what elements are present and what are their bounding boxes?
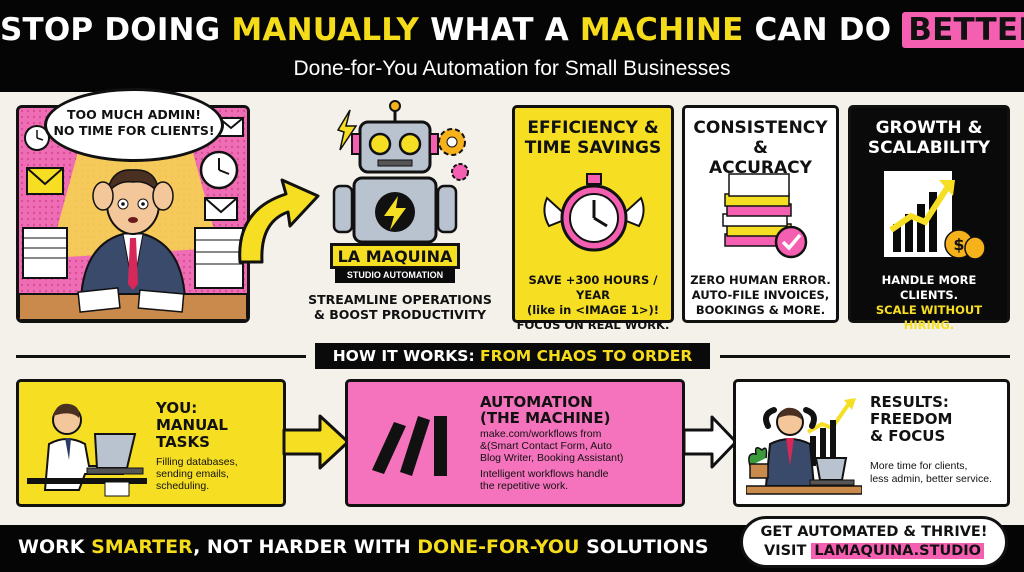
benefit-title-line: SCALABILITY bbox=[867, 138, 991, 158]
benefit-title-line: CONSISTENCY & bbox=[693, 118, 828, 158]
svg-text:$: $ bbox=[953, 235, 964, 254]
envelope-icon bbox=[204, 197, 238, 221]
brand-badge: LA MAQUINA bbox=[330, 243, 460, 269]
benefit-title-line: GROWTH & bbox=[875, 118, 983, 138]
how-it-works-label: HOW IT WORKS: FROM CHAOS TO ORDER bbox=[315, 343, 710, 369]
step-results: RESULTS: FREEDOM & FOCUS More time for c… bbox=[733, 379, 1010, 507]
step-title: AUTOMATION (THE MACHINE) bbox=[480, 394, 610, 426]
step-automation: AUTOMATION (THE MACHINE) make.com/workfl… bbox=[345, 379, 685, 507]
step-manual-tasks: YOU: MANUAL TASKS Filling databases, sen… bbox=[16, 379, 286, 507]
robot-icon bbox=[332, 100, 469, 244]
cta-link[interactable]: VISIT LAMAQUINA.STUDIO bbox=[743, 543, 1005, 559]
step-title-line: AUTOMATION bbox=[480, 393, 593, 411]
benefit-desc-line: ZERO HUMAN ERROR. bbox=[690, 273, 831, 287]
brand-subtitle: STUDIO AUTOMATION bbox=[335, 268, 455, 283]
person-at-laptop-illustration bbox=[27, 403, 147, 497]
step-desc-line: make.com/workflows from bbox=[480, 428, 602, 440]
make-logo-icon bbox=[372, 416, 447, 476]
benefit-card-efficiency: EFFICIENCY & TIME SAVINGS SAVE +300 HOUR… bbox=[512, 105, 674, 332]
arrow-right-icon bbox=[682, 415, 738, 469]
thought-bubble: TOO MUCH ADMIN! NO TIME FOR CLIENTS! bbox=[44, 88, 224, 162]
step-desc-line: scheduling. bbox=[156, 480, 210, 492]
step-title-line: MANUAL bbox=[156, 416, 228, 434]
benefit-desc-line: SCALE WITHOUT bbox=[875, 303, 983, 317]
benefit-card-consistency: CONSISTENCY & ACCURACY ZERO HUMAN ERROR.… bbox=[682, 105, 839, 323]
step-desc-line: More time for clients, bbox=[870, 460, 968, 472]
step-title-line: RESULTS: bbox=[870, 393, 949, 411]
divider-right bbox=[720, 355, 1010, 358]
step-title-line: FREEDOM bbox=[870, 410, 953, 428]
lightning-icon bbox=[336, 109, 358, 151]
stopwatch-icon bbox=[543, 173, 645, 252]
subheadline: Done-for-You Automation for Small Busine… bbox=[293, 57, 731, 80]
divider-left bbox=[16, 355, 306, 358]
step-title-line: TASKS bbox=[156, 433, 210, 451]
document-stack-icon bbox=[22, 227, 244, 289]
step-title: YOU: MANUAL TASKS bbox=[156, 400, 228, 451]
growth-chart-icon: $ bbox=[884, 171, 985, 260]
benefit-card-growth: GROWTH & SCALABILITY $ HANDLE MORE CLIEN… bbox=[848, 105, 1010, 332]
bubble-line: TOO MUCH ADMIN! bbox=[66, 107, 201, 122]
money-bag-icon: $ bbox=[944, 229, 985, 260]
step-title: RESULTS: FREEDOM & FOCUS bbox=[870, 394, 952, 445]
clock-icon bbox=[199, 150, 239, 190]
laptop-icon bbox=[809, 457, 855, 486]
step-desc-line: Intelligent workflows handle bbox=[480, 468, 609, 480]
benefit-desc-line: AUTO-FILE INVOICES, bbox=[691, 288, 830, 302]
step-title-line: & FOCUS bbox=[870, 427, 946, 445]
benefit-desc: SAVE +300 HOURS / YEAR (like in <IMAGE 1… bbox=[515, 273, 671, 333]
benefit-desc-line: (like in <IMAGE 1>)! bbox=[526, 303, 660, 317]
website-link[interactable]: LAMAQUINA.STUDIO bbox=[811, 543, 984, 559]
benefit-title: CONSISTENCY & ACCURACY bbox=[685, 118, 836, 178]
plant-icon bbox=[748, 447, 769, 479]
benefit-desc: HANDLE MORE CLIENTS. SCALE WITHOUT HIRIN… bbox=[851, 273, 1007, 333]
benefit-title-line: ACCURACY bbox=[709, 158, 812, 178]
document-stack-icon bbox=[722, 173, 808, 259]
step-title-line: YOU: bbox=[156, 399, 198, 417]
step-desc-line: Filling databases, bbox=[156, 456, 238, 468]
step-title-line: (THE MACHINE) bbox=[480, 409, 611, 427]
step-desc-line: less admin, better service. bbox=[870, 473, 992, 485]
benefit-title: GROWTH & SCALABILITY bbox=[851, 118, 1007, 158]
arrow-right-icon bbox=[282, 414, 350, 470]
curved-arrow-icon bbox=[238, 178, 320, 264]
relaxed-person-illustration bbox=[746, 398, 862, 495]
benefit-title-line: TIME SAVINGS bbox=[524, 138, 662, 158]
header-banner bbox=[0, 0, 1024, 92]
benefit-title-line: EFFICIENCY & bbox=[527, 118, 659, 138]
headline: STOP DOING MANUALLY WHAT A MACHINE CAN D… bbox=[0, 10, 1024, 50]
bubble-line: NO TIME FOR CLIENTS! bbox=[53, 123, 215, 138]
benefit-desc-line: HIRING. bbox=[903, 318, 955, 332]
step-desc-line: sending emails, bbox=[156, 468, 229, 480]
benefit-desc-line: FOCUS ON REAL WORK. bbox=[516, 318, 670, 332]
cta-headline: GET AUTOMATED & THRIVE! bbox=[760, 524, 988, 540]
benefit-title: EFFICIENCY & TIME SAVINGS bbox=[515, 118, 671, 158]
step-desc: make.com/workflows from &(Smart Contact … bbox=[480, 428, 623, 492]
step-desc: More time for clients, less admin, bette… bbox=[870, 460, 992, 486]
gear-icon bbox=[438, 128, 469, 181]
step-desc: Filling databases, sending emails, sched… bbox=[156, 456, 238, 492]
cta-button[interactable]: GET AUTOMATED & THRIVE! VISIT LAMAQUINA.… bbox=[740, 516, 1008, 568]
benefit-desc-line: HANDLE MORE CLIENTS. bbox=[881, 273, 977, 302]
checkmark-icon bbox=[774, 225, 808, 259]
benefit-desc-line: BOOKINGS & MORE. bbox=[695, 303, 826, 317]
step-desc-line: &(Smart Contact Form, Auto bbox=[480, 440, 612, 452]
hero-caption-line: STREAMLINE OPERATIONS bbox=[308, 292, 492, 307]
footer-tagline: WORK SMARTER, NOT HARDER WITH DONE-FOR-Y… bbox=[18, 536, 709, 558]
hero-caption: STREAMLINE OPERATIONS & BOOST PRODUCTIVI… bbox=[300, 292, 500, 322]
hero-caption-line: & BOOST PRODUCTIVITY bbox=[313, 307, 487, 322]
step-desc-line: Blog Writer, Booking Assistant) bbox=[480, 452, 624, 464]
stressed-person bbox=[79, 169, 187, 299]
benefit-desc: ZERO HUMAN ERROR. AUTO-FILE INVOICES, BO… bbox=[685, 273, 836, 318]
step-desc-line: the repetitive work. bbox=[480, 480, 569, 492]
envelope-icon bbox=[26, 167, 64, 195]
benefit-desc-line: SAVE +300 HOURS / YEAR bbox=[528, 273, 658, 302]
